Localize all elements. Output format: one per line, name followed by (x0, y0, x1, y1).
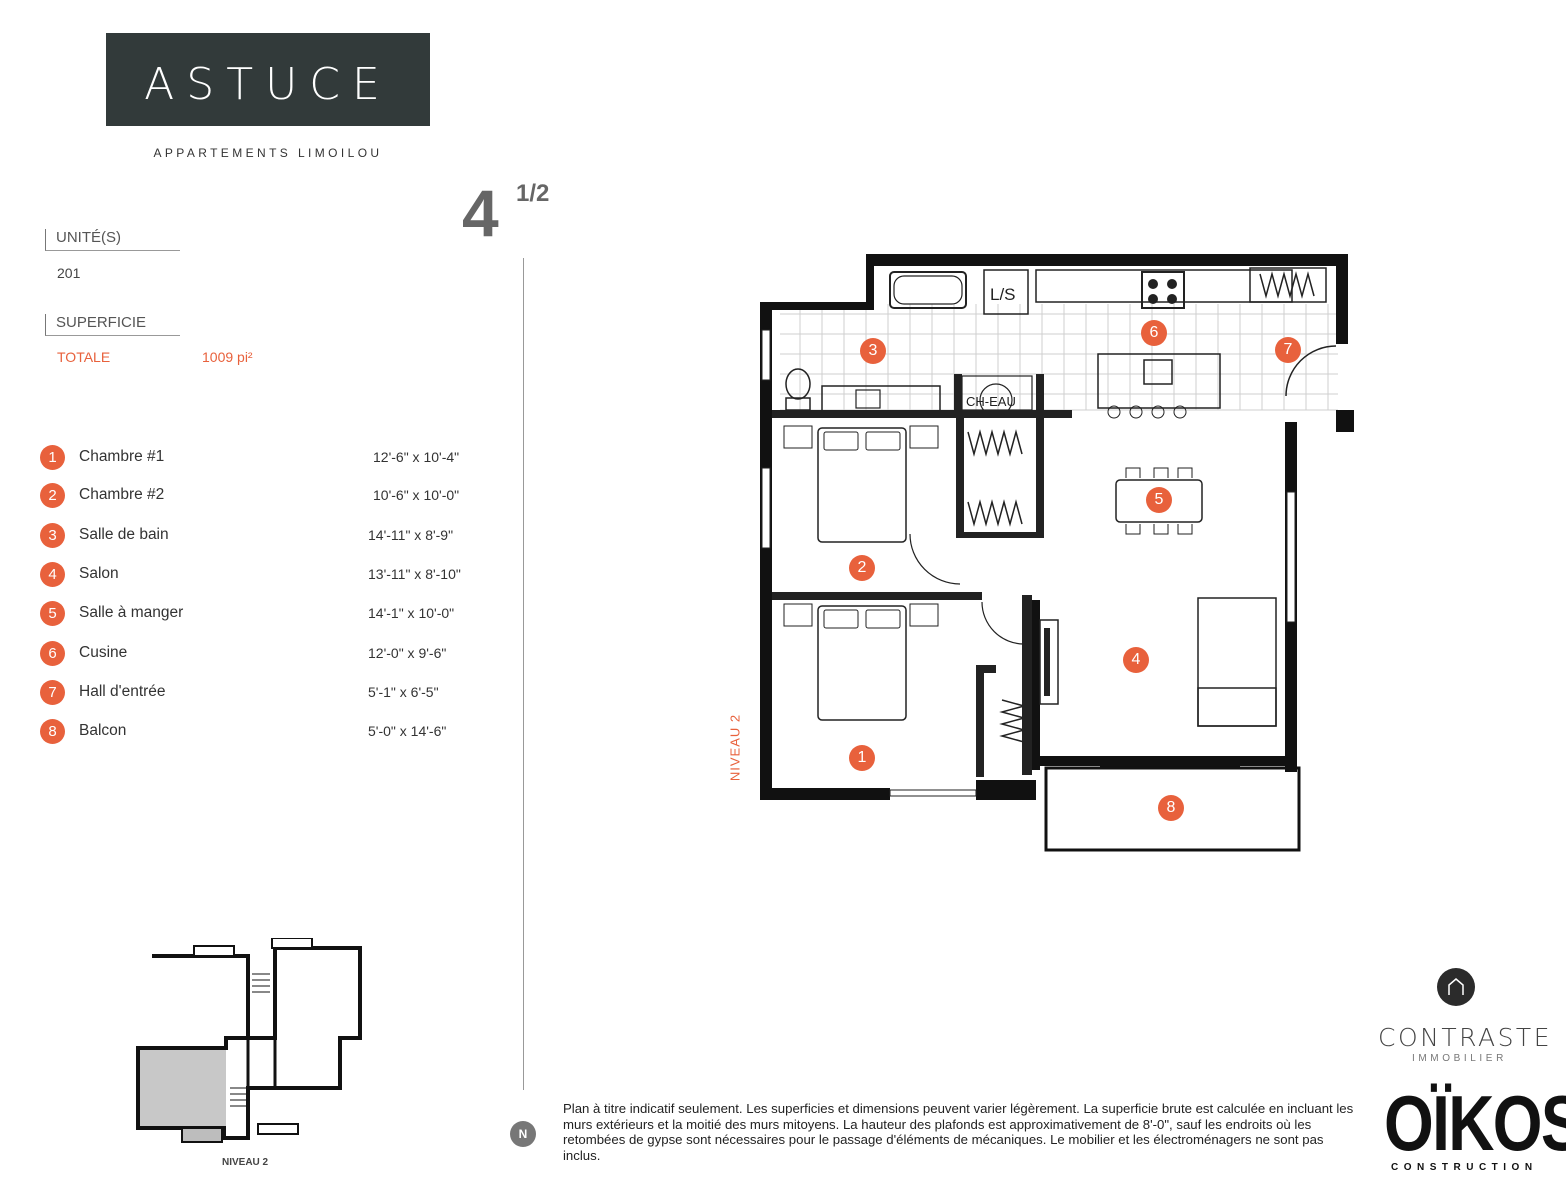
tile-floor (780, 304, 1338, 411)
entry-door (1285, 345, 1337, 397)
unit-type-main: 4 (462, 176, 499, 250)
bedroom-1-window (889, 789, 977, 797)
bed-bedroom-2 (817, 427, 907, 543)
stove (1141, 271, 1185, 309)
kitchen-island (1097, 353, 1221, 409)
brand-subtitle: APPARTEMENTS LIMOILOU (153, 146, 383, 160)
contraste-logo-text: CONTRASTE (1378, 1023, 1553, 1052)
room-dimensions: 14'-11" x 8'-9" (368, 527, 454, 543)
water-heater-closet (961, 375, 1033, 411)
room-name: Cusine (79, 644, 128, 661)
room-row: 3 Salle de bain 14'-11" x 8'-9" (40, 523, 490, 549)
exterior-walls (760, 254, 1354, 800)
plan-badge-room-6: 6 (1141, 320, 1167, 346)
plan-badge-room-2: 2 (849, 555, 875, 581)
area-label: SUPERFICIE (45, 314, 180, 336)
room-row: 1 Chambre #1 12'-6" x 10'-4" (40, 445, 490, 471)
room-name: Chambre #1 (79, 448, 165, 465)
room-name: Balcon (79, 722, 127, 739)
contraste-logo-subtitle: IMMOBILIER (1412, 1053, 1507, 1064)
room-row: 7 Hall d'entrée 5'-1" x 6'-5" (40, 680, 490, 706)
brand-name: ASTUCE (144, 59, 392, 110)
room-row: 2 Chambre #2 10'-6" x 10'-0" (40, 483, 490, 509)
plan-badge-room-7: 7 (1275, 337, 1301, 363)
kitchen-counter (1035, 269, 1293, 303)
plan-badge-room-5: 5 (1146, 487, 1172, 513)
room-dimensions: 14'-1" x 10'-0" (368, 605, 455, 621)
plan-level-label: NIVEAU 2 (727, 713, 743, 782)
toilet (785, 368, 811, 400)
room-number-badge: 8 (40, 719, 65, 744)
room-row: 5 Salle à manger 14'-1" x 10'-0" (40, 601, 490, 627)
room-dimensions: 5'-1" x 6'-5" (368, 684, 439, 700)
living-window (1286, 491, 1296, 623)
dining-table (1115, 479, 1203, 523)
area-total-label: TOTALE (57, 349, 111, 365)
room-row: 6 Cusine 12'-0" x 9'-6" (40, 641, 490, 667)
room-dimensions: 10'-6" x 10'-0" (373, 487, 460, 503)
oikos-logo-text: OÏKOS (1384, 1079, 1566, 1167)
oikos-logo-subtitle: CONSTRUCTION (1391, 1162, 1538, 1173)
units-value: 201 (57, 265, 81, 281)
room-number-badge: 1 (40, 445, 65, 470)
contraste-logo-icon (1437, 968, 1475, 1006)
key-plan (136, 938, 362, 1143)
sink (1143, 359, 1173, 385)
balcony-outline (1044, 766, 1301, 852)
bedroom-2-window (761, 467, 771, 549)
room-name: Salle de bain (79, 526, 169, 543)
room-row: 4 Salon 13'-11" x 8'-10" (40, 562, 490, 588)
closet-bedroom-1 (999, 699, 1027, 743)
sofa (1197, 597, 1277, 727)
ls-label: L/S (990, 285, 1016, 304)
room-name: Hall d'entrée (79, 683, 166, 700)
room-number-badge: 6 (40, 641, 65, 666)
room-dimensions: 12'-6" x 10'-4" (373, 449, 460, 465)
room-number-badge: 4 (40, 562, 65, 587)
vertical-divider (523, 258, 524, 1090)
room-row: 8 Balcon 5'-0" x 14'-6" (40, 719, 490, 745)
plan-badge-room-4: 4 (1123, 647, 1149, 673)
house-icon (1448, 978, 1464, 995)
room-name: Salle à manger (79, 604, 184, 621)
bathroom-vanity (821, 385, 941, 413)
area-total-value: 1009 pi² (202, 349, 253, 365)
floor-plan: L/S CH-EAU (760, 254, 1354, 852)
room-dimensions: 13'-11" x 8'-10" (368, 566, 461, 582)
tv-unit (1039, 619, 1059, 705)
closet-bedroom-2 (967, 429, 1023, 457)
plan-badge-room-8: 8 (1158, 795, 1184, 821)
room-number-badge: 2 (40, 483, 65, 508)
washer-dryer (983, 269, 1029, 315)
room-name: Chambre #2 (79, 486, 165, 503)
unit-type-fraction: 1/2 (516, 180, 550, 207)
room-number-badge: 3 (40, 523, 65, 548)
interior-walls (772, 374, 1072, 777)
plan-badge-room-1: 1 (849, 745, 875, 771)
key-plan-highlighted-unit (138, 1048, 226, 1128)
room-dimensions: 12'-0" x 9'-6" (368, 645, 447, 661)
room-number-badge: 7 (40, 680, 65, 705)
bathtub (889, 271, 967, 309)
entry-closet (1249, 267, 1327, 303)
room-number-badge: 5 (40, 601, 65, 626)
disclaimer-text: Plan à titre indicatif seulement. Les su… (563, 1101, 1354, 1163)
plan-badge-room-3: 3 (860, 338, 886, 364)
units-label: UNITÉ(S) (45, 229, 180, 251)
brand-logo: ASTUCE (106, 33, 430, 126)
water-heater-label: CH-EAU (966, 394, 1016, 409)
bathroom-window (761, 329, 771, 381)
key-plan-label: NIVEAU 2 (222, 1157, 269, 1168)
room-name: Salon (79, 565, 119, 582)
room-dimensions: 5'-0" x 14'-6" (368, 723, 447, 739)
bed-bedroom-1 (817, 605, 907, 721)
north-arrow-icon: N (510, 1121, 536, 1147)
